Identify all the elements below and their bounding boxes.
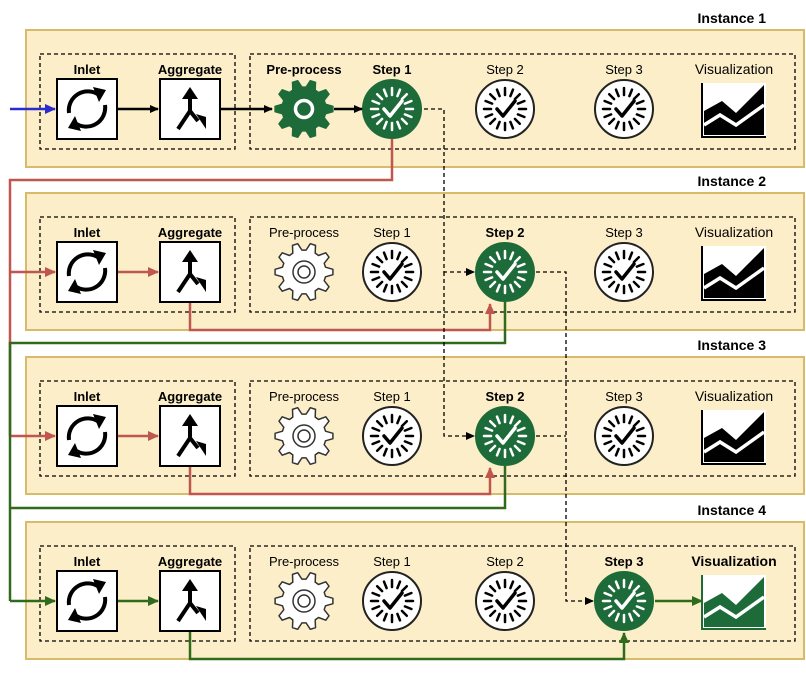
processing-group: [249, 380, 796, 477]
preprocess-label: Pre-process: [269, 225, 340, 240]
processing-group: [249, 216, 796, 313]
check-badge-icon: [362, 406, 422, 466]
check-badge-icon: [362, 242, 422, 302]
ingest-group: [39, 380, 236, 477]
instance-title: Instance 3: [698, 337, 767, 353]
area-chart-icon: [701, 410, 766, 465]
flow-edge: [188, 303, 495, 332]
step1-label: Step 1: [373, 554, 411, 569]
refresh-cycle-icon: [56, 78, 118, 140]
gear-icon: [274, 79, 334, 139]
check-badge-icon: [362, 79, 422, 139]
area-chart-icon: [701, 575, 766, 630]
inlet-label: Inlet: [74, 225, 101, 240]
merge-arrows-icon: [159, 78, 221, 140]
instance-panel: Instance 1 Inlet Aggregate Pre-process Step …: [25, 10, 805, 168]
flow-edge: [8, 302, 507, 601]
preprocess-label: Pre-process: [266, 62, 341, 77]
gear-icon: [274, 571, 334, 631]
step1-label: Step 1: [373, 225, 411, 240]
step2-label: Step 2: [485, 225, 524, 240]
refresh-cycle-icon: [56, 241, 118, 303]
inlet-label: Inlet: [74, 389, 101, 404]
merge-arrows-icon: [159, 241, 221, 303]
check-badge-icon: [594, 79, 654, 139]
step2-label: Step 2: [486, 62, 524, 77]
preprocess-label: Pre-process: [269, 554, 340, 569]
instance-title: Instance 1: [698, 10, 767, 26]
instance-panel: Instance 4 Inlet Aggregate Pre-process Step …: [25, 502, 805, 660]
visualization-label: Visualization: [691, 553, 776, 569]
area-chart-icon: [701, 246, 766, 301]
check-badge-icon: [475, 242, 535, 302]
edges-layer: [8, 104, 703, 661]
ingest-group: [39, 545, 236, 642]
step3-label: Step 3: [605, 389, 643, 404]
step3-label: Step 3: [605, 225, 643, 240]
instance-panel: Instance 3 Inlet Aggregate Pre-process Step …: [25, 337, 805, 495]
check-badge-icon: [594, 406, 654, 466]
processing-group: [249, 53, 796, 150]
flow-edge: [443, 272, 475, 440]
merge-arrows-icon: [159, 405, 221, 467]
instance-panel: Instance 2 Inlet Aggregate Pre-process Step …: [25, 173, 805, 331]
gear-icon: [274, 242, 334, 302]
check-badge-icon: [594, 242, 654, 302]
check-badge-icon: [475, 571, 535, 631]
flow-edge: [424, 108, 475, 276]
visualization-label: Visualization: [695, 388, 773, 404]
ingest-group: [39, 216, 236, 313]
visualization-label: Visualization: [695, 61, 773, 77]
step3-label: Step 3: [605, 62, 643, 77]
ingest-group: [39, 53, 236, 150]
flow-edge: [536, 271, 594, 605]
check-badge-icon: [475, 79, 535, 139]
refresh-cycle-icon: [56, 405, 118, 467]
step1-label: Step 1: [372, 62, 411, 77]
aggregate-label: Aggregate: [158, 225, 222, 240]
flow-edge: [188, 632, 629, 661]
instance-title: Instance 2: [698, 173, 767, 189]
inlet-label: Inlet: [74, 554, 101, 569]
refresh-cycle-icon: [56, 570, 118, 632]
aggregate-label: Aggregate: [158, 62, 222, 77]
visualization-label: Visualization: [695, 224, 773, 240]
flow-edge: [10, 466, 507, 510]
check-badge-icon: [362, 571, 422, 631]
merge-arrows-icon: [159, 570, 221, 632]
area-chart-icon: [701, 83, 766, 138]
preprocess-label: Pre-process: [269, 389, 340, 404]
instance-title: Instance 4: [698, 502, 767, 518]
inlet-label: Inlet: [74, 62, 101, 77]
step2-label: Step 2: [486, 554, 524, 569]
check-badge-icon: [475, 406, 535, 466]
step1-label: Step 1: [373, 389, 411, 404]
aggregate-label: Aggregate: [158, 389, 222, 404]
flow-edge: [8, 139, 394, 436]
step2-label: Step 2: [485, 389, 524, 404]
flow-edge: [188, 467, 495, 496]
step3-label: Step 3: [604, 554, 643, 569]
gear-icon: [274, 406, 334, 466]
aggregate-label: Aggregate: [158, 554, 222, 569]
processing-group: [249, 545, 796, 642]
check-badge-icon: [594, 571, 654, 631]
